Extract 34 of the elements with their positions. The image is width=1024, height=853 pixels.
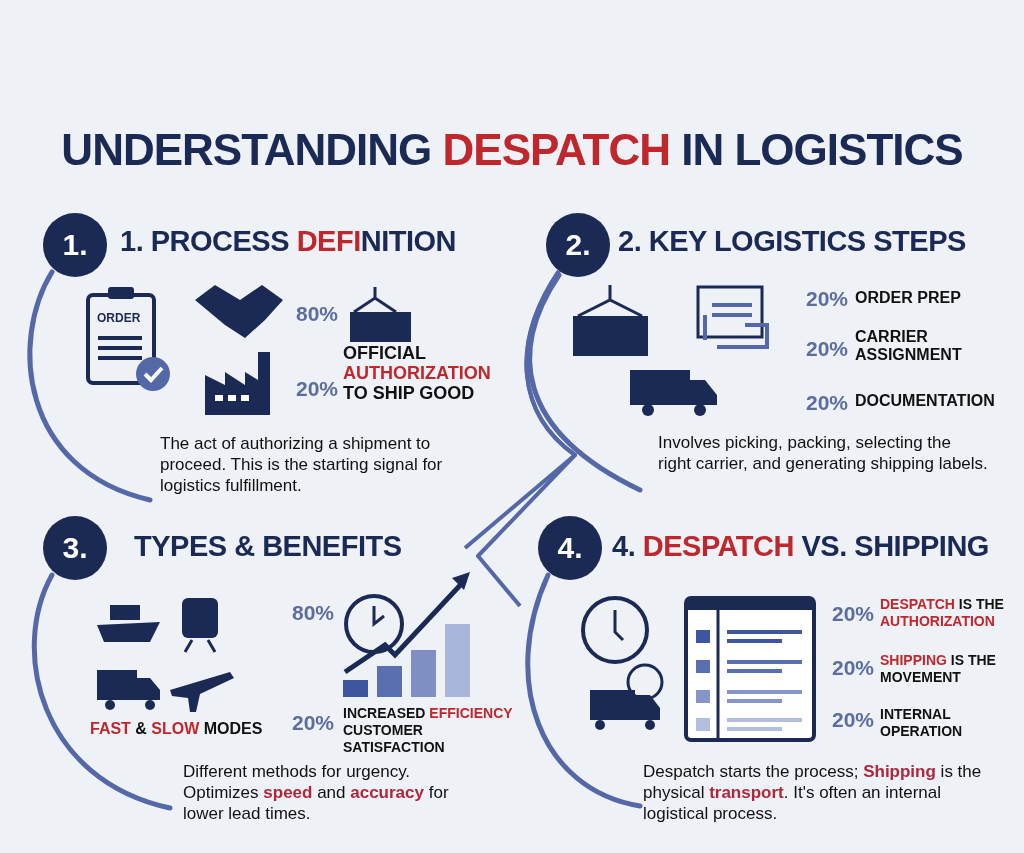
percentage-value: 20% xyxy=(292,711,335,735)
item-label: OFFICIAL AUTHORIZATION TO SHIP GOOD xyxy=(343,343,492,403)
item-label: DESPATCH IS THE AUTHORIZATION xyxy=(880,596,1005,630)
section-heading: TYPES & BENEFITS xyxy=(134,530,402,563)
percentage-value: 80% xyxy=(292,601,335,625)
percentage-value: 20% xyxy=(296,377,339,401)
number-badge: 2. xyxy=(546,213,610,277)
item-label: DOCUMENTATION xyxy=(855,392,996,410)
percentage-value: 80% xyxy=(296,302,339,326)
percentage-value: 20% xyxy=(806,337,849,361)
percentage-value: 20% xyxy=(832,656,875,680)
section-heading: 4. DESPATCH VS. SHIPPING xyxy=(612,530,989,563)
icon-caption: ORDER xyxy=(97,310,142,327)
item-label: SHIPPING IS THE MOVEMENT xyxy=(880,652,997,686)
section-description: Despatch starts the process; Shipping is the physical transport. It's often an internal logistical process. xyxy=(643,761,983,824)
title: UNDERSTANDING DESPATCH IN LOGISTICS xyxy=(60,125,964,175)
item-label: ORDER PREP xyxy=(855,289,962,307)
percentage-value: 20% xyxy=(806,391,849,415)
item-label: CARRIER ASSIGNMENT xyxy=(855,328,963,364)
percentage-value: 20% xyxy=(806,287,849,311)
number-badge: 3. xyxy=(43,516,107,580)
percentage-value: 20% xyxy=(832,708,875,732)
item-label: INTERNAL OPERATION xyxy=(880,706,964,740)
connector-line xyxy=(476,269,577,608)
number-badge: 1. xyxy=(43,213,107,277)
percentage-value: 20% xyxy=(832,602,875,626)
item-label: FAST & SLOW MODES xyxy=(90,720,264,738)
section-description: Involves picking, packing, selecting the right carrier, and generating shipping labels. xyxy=(658,432,988,474)
section-heading: 2. KEY LOGISTICS STEPS xyxy=(618,225,966,258)
section-description: The act of authorizing a shipment to proceed. This is the starting signal for logistics fulfillment. xyxy=(160,433,444,496)
section-description: Different methods for urgency. Optimizes speed and accuracy for lower lead times. xyxy=(183,761,450,824)
number-badge: 4. xyxy=(538,516,602,580)
item-label: INCREASED EFFICIENCY CUSTOMER SATISFACTION xyxy=(343,705,514,756)
section-heading: 1. PROCESS DEFINITION xyxy=(120,225,456,258)
